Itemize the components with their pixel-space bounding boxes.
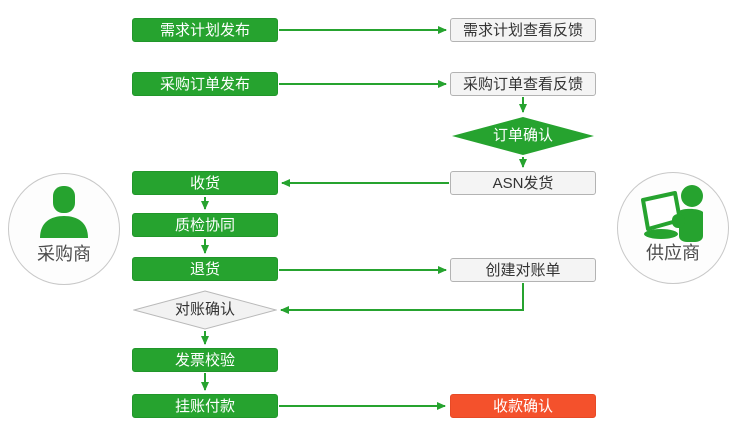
node-invoice-verification: 发票校验 <box>132 348 278 372</box>
decision-order-confirm: 订单确认 <box>492 127 553 144</box>
node-pending-payment: 挂账付款 <box>132 394 278 418</box>
decision-reconciliation-shape <box>133 290 277 330</box>
buyer-avatar: 采购商 <box>8 173 120 285</box>
person-icon <box>9 186 119 243</box>
node-payment-receipt-confirm: 收款确认 <box>450 394 596 418</box>
node-purchase-order-publish: 采购订单发布 <box>132 72 278 96</box>
node-asn-shipping: ASN发货 <box>450 171 596 195</box>
person-laptop-icon <box>618 185 728 248</box>
node-return-goods: 退货 <box>132 257 278 281</box>
node-create-statement: 创建对账单 <box>450 258 596 282</box>
decision-reconciliation-confirm: 对账确认 <box>174 301 235 318</box>
arrow-statement-to-recon <box>280 283 524 314</box>
decision-order-confirm-shape <box>452 117 594 155</box>
supplier-avatar: 供应商 <box>617 172 729 284</box>
node-purchase-order-view-feedback: 采购订单查看反馈 <box>450 72 596 96</box>
node-demand-plan-publish: 需求计划发布 <box>132 18 278 42</box>
supplier-label: 供应商 <box>646 243 700 263</box>
buyer-label: 采购商 <box>37 244 91 264</box>
node-receive-goods: 收货 <box>132 171 278 195</box>
node-quality-inspection: 质检协同 <box>132 213 278 237</box>
node-demand-plan-view-feedback: 需求计划查看反馈 <box>450 18 596 42</box>
